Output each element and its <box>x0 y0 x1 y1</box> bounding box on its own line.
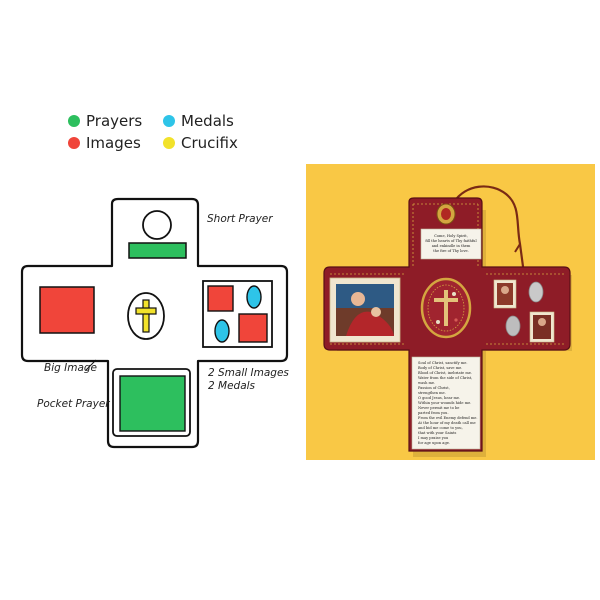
bottom-prayer-line-2: Body of Christ, save me. <box>418 366 462 370</box>
bottom-prayer-line-1: Soul of Christ, sanctify me. <box>418 361 467 365</box>
bottom-prayer-line-8: O good Jesus, hear me. <box>418 396 460 400</box>
bottom-prayer-line-9: Within your wounds hide me. <box>418 401 471 405</box>
legend-label-crucifix: Crucifix <box>181 134 238 152</box>
legend-dot-cyan <box>163 115 175 127</box>
crucifix-horizontal <box>135 307 157 315</box>
label-small-images: 2 Small Images 2 Medals <box>208 367 289 393</box>
legend-dot-green <box>68 115 80 127</box>
bottom-prayer-line-11: parted from you. <box>418 411 449 415</box>
label-short-prayer: Short Prayer <box>207 213 273 225</box>
short-prayer-block <box>128 242 187 259</box>
legend-prayers: Prayers <box>68 112 142 130</box>
top-prayer-line-2: fill the hearts of Thy faithful <box>425 239 477 243</box>
legend-dot-red <box>68 137 80 149</box>
big-image-block <box>39 286 95 334</box>
legend-dot-yellow <box>163 137 175 149</box>
label-small-images-line2: 2 Medals <box>208 380 256 392</box>
right-medal-top <box>528 281 544 303</box>
cross-outline <box>20 197 289 449</box>
legend-images: Images <box>68 134 141 152</box>
bottom-prayer-line-16: I may praise you <box>418 436 449 440</box>
legend-label-prayers: Prayers <box>86 112 143 130</box>
bottom-prayer-line-14: and bid me come to you, <box>418 426 463 430</box>
label-small-images-line1: 2 Small Images <box>208 367 289 379</box>
bottom-prayer-line-17: for age upon age. <box>418 441 450 445</box>
crucifix-oval <box>127 292 165 340</box>
top-prayer-line-4: the fire of Thy love. <box>433 249 469 253</box>
bottom-prayer-line-4: Water from the side of Christ, <box>418 376 472 380</box>
legend-crucifix: Crucifix <box>163 134 238 152</box>
top-prayer-line-3: and enkindle in them <box>432 244 471 248</box>
bottom-prayer-line-15: that with your Saints <box>418 431 456 435</box>
short-prayer-circle <box>142 210 172 240</box>
pocket-prayer-pocket <box>112 368 191 437</box>
fabric-cross-photo: Come, Holy Spirit, fill the hearts of Th… <box>323 185 572 457</box>
top-prayer-line-1: Come, Holy Spirit, <box>434 234 468 238</box>
small-image-top <box>207 285 234 312</box>
legend-label-images: Images <box>86 134 141 152</box>
bottom-prayer-card <box>411 356 481 450</box>
bottom-prayer-line-3: Blood of Christ, inebriate me. <box>418 371 472 375</box>
bottom-prayer-line-10: Never permit me to be <box>418 406 459 410</box>
bottom-prayer-line-7: strengthen me. <box>418 391 446 395</box>
hanging-cord <box>453 185 526 275</box>
label-big-image: Big Image <box>44 362 98 374</box>
legend-medals: Medals <box>163 112 234 130</box>
legend-label-medals: Medals <box>181 112 234 130</box>
medal-top <box>246 285 262 309</box>
bottom-prayer-line-12: From the evil Enemy defend me. <box>418 416 478 420</box>
pocket-prayer-block <box>119 375 186 432</box>
bottom-prayer-line-13: At the hour of my death call me <box>417 421 476 425</box>
bottom-prayer-line-5: wash me. <box>418 381 435 385</box>
big-image-leader <box>85 359 97 371</box>
crucifix-vertical <box>142 299 150 333</box>
top-prayer-card <box>420 228 482 260</box>
bottom-prayer-line-6: Passion of Christ, <box>418 386 450 390</box>
medal-bottom <box>214 319 230 343</box>
photo-panel: Come, Holy Spirit, fill the hearts of Th… <box>306 164 595 460</box>
label-pocket-prayer: Pocket Prayer <box>37 398 110 410</box>
right-medal-bottom <box>505 315 521 337</box>
small-images-box <box>202 280 273 348</box>
small-image-bottom <box>238 313 268 343</box>
